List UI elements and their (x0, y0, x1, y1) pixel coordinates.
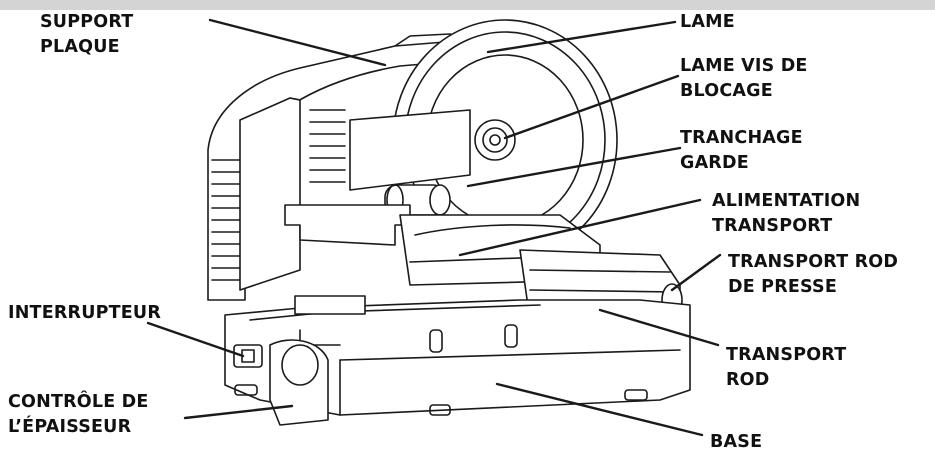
label-lame-vis-line2: BLOCAGE (680, 81, 773, 101)
label-transport-rod-line1: TRANSPORT (726, 345, 847, 365)
label-transport-rod-line2: ROD (726, 370, 770, 390)
label-support-plaque-line1: SUPPORT (40, 12, 134, 32)
leader-lame-vis (503, 74, 680, 140)
label-tranchage-line2: GARDE (680, 153, 749, 173)
leader-tranchage (466, 146, 682, 188)
power-switch (233, 344, 263, 368)
header-bar (0, 0, 935, 10)
thickness-dial (269, 339, 329, 426)
label-alimentation: ALIMENTATION TRANSPORT (712, 189, 860, 239)
vent-grille (211, 109, 346, 281)
label-interrupteur: INTERRUPTEUR (8, 303, 162, 323)
leader-alimentation (458, 198, 702, 257)
label-transport-rod-presse: TRANSPORT ROD DE PRESSE (728, 250, 898, 300)
leader-support-plaque (208, 18, 387, 67)
slicing-guard (349, 109, 471, 191)
label-base: BASE (710, 432, 763, 452)
label-transport-rod-presse-line1: TRANSPORT ROD (728, 252, 899, 272)
label-controle-line1: CONTRÔLE DE (8, 392, 149, 412)
label-lame: LAME (680, 12, 735, 32)
label-controle: CONTRÔLE DE L’ÉPAISSEUR (8, 390, 149, 440)
label-lame-vis-line1: LAME VIS DE (680, 56, 808, 76)
label-support-plaque: SUPPORT PLAQUE (40, 10, 133, 60)
label-tranchage: TRANCHAGE GARDE (680, 126, 803, 176)
label-alimentation-line2: TRANSPORT (712, 216, 833, 236)
label-transport-rod: TRANSPORT ROD (726, 343, 846, 393)
label-tranchage-line1: TRANCHAGE (680, 128, 803, 148)
leader-controle (183, 404, 294, 420)
blade-lock-screw (474, 119, 516, 161)
label-lame-vis: LAME VIS DE BLOCAGE (680, 54, 808, 104)
label-alimentation-line1: ALIMENTATION (712, 191, 861, 211)
leader-lame (486, 20, 677, 54)
leader-base (495, 382, 704, 437)
food-pusher (239, 97, 301, 291)
food-carriage (284, 204, 411, 246)
label-support-plaque-line2: PLAQUE (40, 37, 120, 57)
label-controle-line2: L’ÉPAISSEUR (8, 417, 132, 437)
label-transport-rod-presse-line2: DE PRESSE (728, 277, 838, 297)
leader-transport-rod (598, 308, 720, 347)
leader-interrupteur (146, 321, 245, 358)
leader-transport-rod-presse (670, 253, 722, 292)
